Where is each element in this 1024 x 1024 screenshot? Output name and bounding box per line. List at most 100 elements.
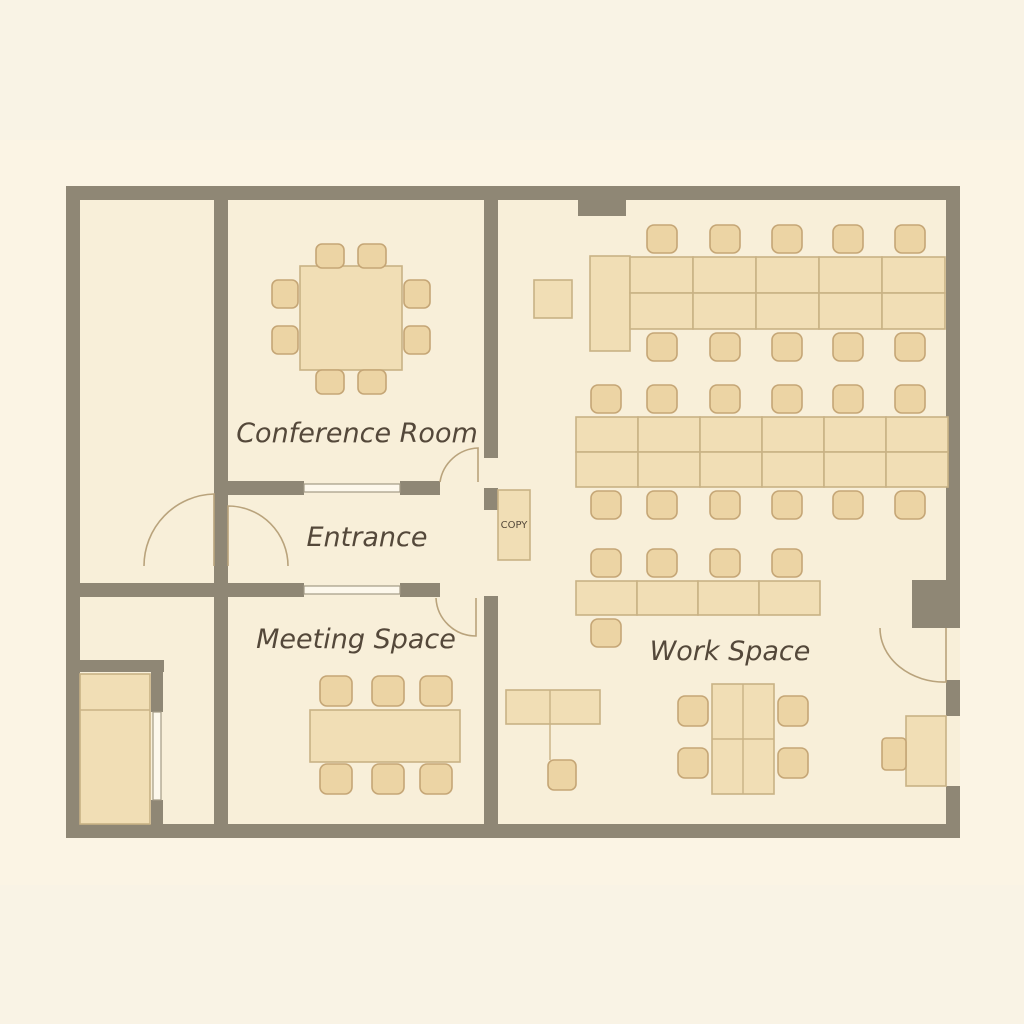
window-closet <box>152 711 162 801</box>
reception-desk <box>905 715 947 787</box>
desk <box>629 292 694 330</box>
chair <box>894 490 926 520</box>
wall-entrance-bottom-b <box>400 583 440 597</box>
doors <box>143 447 947 683</box>
chair <box>590 490 622 520</box>
chair <box>646 490 678 520</box>
desk <box>575 580 638 616</box>
wall-entrance-top-b <box>400 481 440 495</box>
chair <box>646 224 678 254</box>
chair <box>832 490 864 520</box>
wall-right-mid <box>946 680 960 716</box>
chair <box>403 325 431 355</box>
chair <box>315 369 345 395</box>
wall-right-upper <box>946 186 960 588</box>
chair <box>709 490 741 520</box>
desk <box>637 451 701 488</box>
chair <box>709 332 741 362</box>
chair <box>771 224 803 254</box>
desk <box>575 416 639 453</box>
workspace-furniture <box>505 224 949 795</box>
walls <box>66 186 960 838</box>
desk <box>699 451 763 488</box>
chair <box>777 695 809 727</box>
chair <box>709 548 741 578</box>
chair <box>771 332 803 362</box>
desk <box>823 451 887 488</box>
chair <box>315 243 345 269</box>
desk <box>818 292 883 330</box>
wall-left-divider <box>214 186 228 838</box>
desk-return <box>589 255 631 352</box>
chair <box>590 618 622 648</box>
chair <box>832 332 864 362</box>
room-label-conference: Conference Room <box>236 418 478 449</box>
chair <box>894 384 926 414</box>
desk <box>758 580 821 616</box>
wall-storage-split <box>66 583 228 597</box>
desk <box>692 256 757 294</box>
desk <box>755 256 820 294</box>
chair <box>646 548 678 578</box>
desk <box>629 256 694 294</box>
wall-closet-top <box>80 660 164 672</box>
door-meeting[interactable] <box>435 597 477 637</box>
chair <box>371 763 405 795</box>
wall-notch <box>578 198 626 216</box>
chair <box>357 243 387 269</box>
door-main-right[interactable] <box>227 505 289 567</box>
chair <box>677 695 709 727</box>
room-label-entrance: Entrance <box>307 522 428 553</box>
window-meeting <box>303 585 401 595</box>
chair <box>894 224 926 254</box>
closet-cabinet <box>79 673 151 825</box>
corner-desk <box>505 689 601 725</box>
desk <box>885 451 949 488</box>
wall-right-lower <box>946 786 960 838</box>
conference-table <box>299 265 403 371</box>
chair <box>419 675 453 707</box>
desk <box>823 416 887 453</box>
room-label-work: Work Space <box>650 636 811 667</box>
desk <box>885 416 949 453</box>
wall-right-pillar <box>912 580 960 628</box>
chair <box>709 224 741 254</box>
conference-furniture <box>271 243 431 395</box>
window-conference <box>303 483 401 493</box>
side-cabinet <box>533 279 573 319</box>
chair <box>832 224 864 254</box>
chair <box>894 332 926 362</box>
room-label-meeting: Meeting Space <box>256 624 456 655</box>
desk <box>881 256 946 294</box>
meeting-furniture <box>309 675 461 795</box>
desk <box>881 292 946 330</box>
wall-entrance-top-a <box>228 481 304 495</box>
desk <box>818 256 883 294</box>
chair <box>771 490 803 520</box>
chair <box>357 369 387 395</box>
chair <box>319 675 353 707</box>
desk <box>637 416 701 453</box>
chair <box>419 763 453 795</box>
chair <box>403 279 431 309</box>
chair <box>777 747 809 779</box>
chair <box>319 763 353 795</box>
chair <box>646 384 678 414</box>
wall-mid-stub <box>484 488 498 510</box>
desk <box>755 292 820 330</box>
chair <box>271 325 299 355</box>
chair <box>771 548 803 578</box>
desk <box>697 580 760 616</box>
chair <box>771 384 803 414</box>
door-main-left[interactable] <box>143 493 215 567</box>
desk <box>575 451 639 488</box>
chair <box>646 332 678 362</box>
wall-mid-upper <box>484 186 498 458</box>
wall-entrance-bottom-a <box>228 583 304 597</box>
door-conference[interactable] <box>439 447 479 483</box>
chair <box>271 279 299 309</box>
wall-mid-lower <box>484 596 498 838</box>
wall-bottom <box>66 824 960 838</box>
door-workspace-exit[interactable] <box>879 627 947 683</box>
